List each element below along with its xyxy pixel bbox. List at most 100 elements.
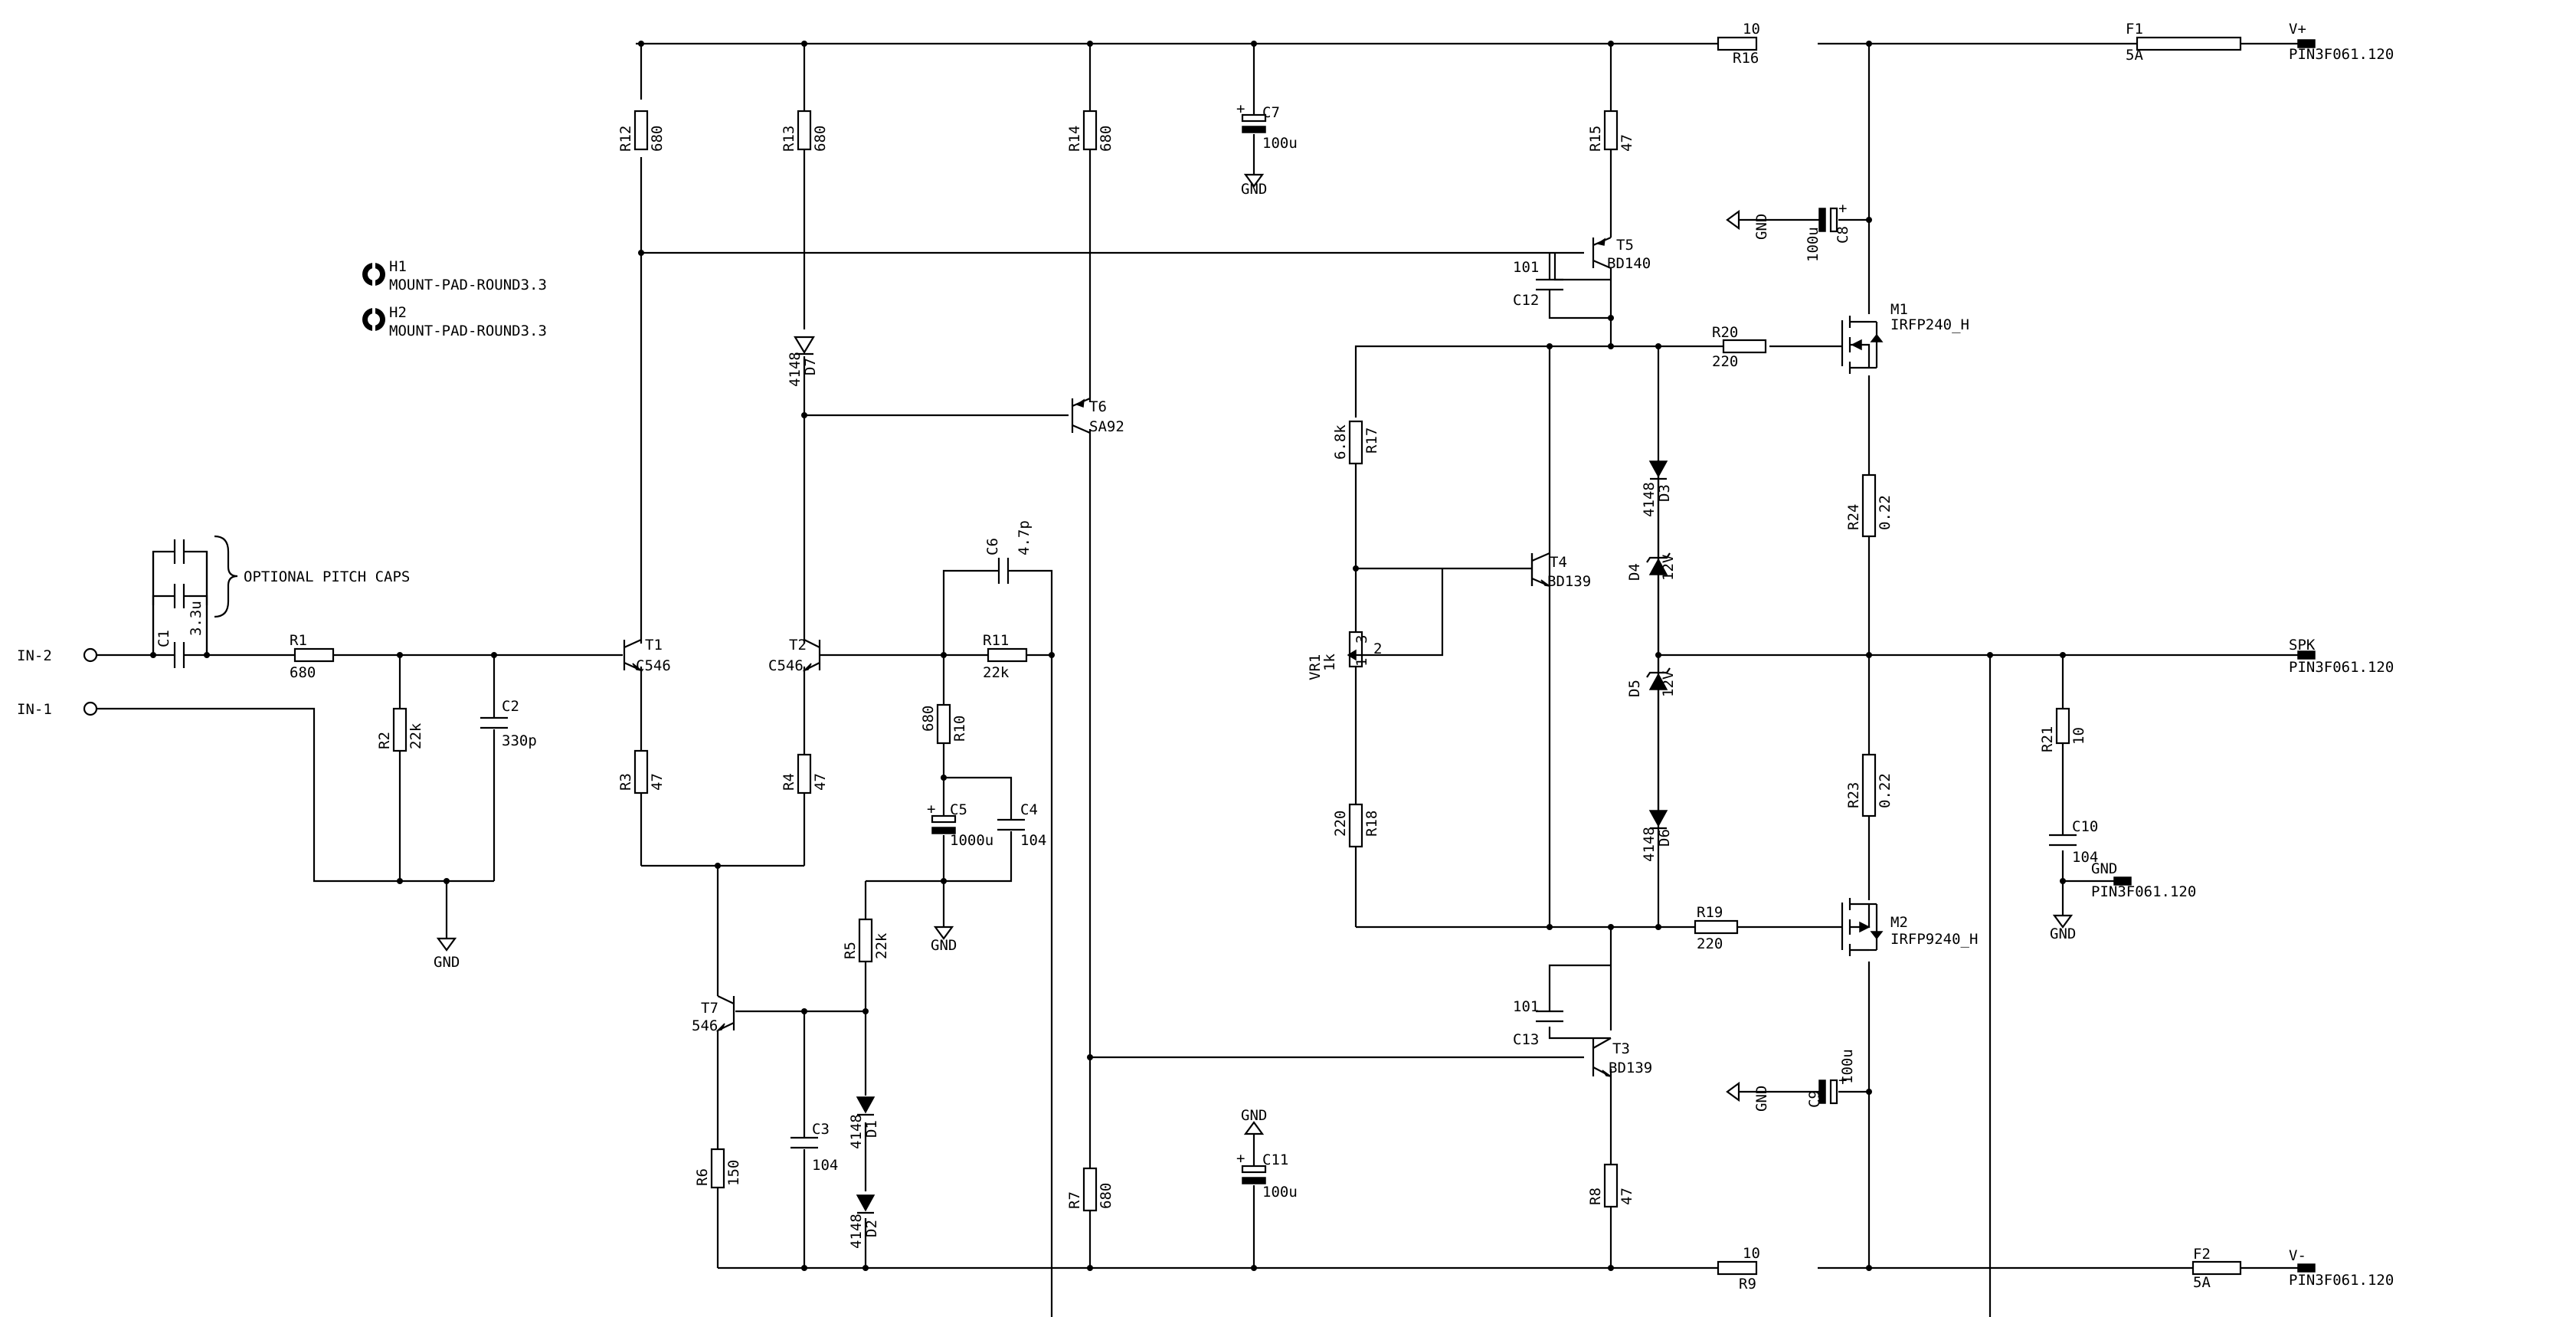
fuse-f1 <box>2136 36 2242 51</box>
resistor-r20 <box>1722 339 1767 354</box>
label-c13-value: 101 <box>1513 998 1539 1015</box>
resistor-r7 <box>1082 1167 1098 1212</box>
capacitor-c13 <box>1536 977 1563 1023</box>
label-r18-value: 220 <box>1332 811 1349 837</box>
label-c11-ref: C11 <box>1262 1152 1288 1168</box>
label-r12-value: 680 <box>649 126 666 152</box>
label-v-plus: V+ <box>2289 21 2306 38</box>
label-c5-value: 1000u <box>950 832 993 849</box>
label-t3-ref: T3 <box>1612 1040 1630 1057</box>
capacitor-c6 <box>996 558 1011 584</box>
label-d5-value: 12V <box>1660 671 1677 697</box>
capacitor-c1 <box>170 642 189 668</box>
label-c7-value: 100u <box>1262 135 1298 152</box>
label-d2-value: 4148 <box>848 1214 865 1249</box>
label-gnd-c11: GND <box>1241 1107 1267 1124</box>
resistor-r21 <box>2055 707 2070 745</box>
svg-text:+: + <box>1838 1072 1847 1089</box>
label-t7-ref: T7 <box>701 1000 718 1017</box>
label-c7-ref: C7 <box>1262 104 1280 121</box>
label-d4-ref: D4 <box>1626 563 1643 581</box>
transistor-t6 <box>1071 397 1091 434</box>
label-c2-value: 330p <box>502 732 537 749</box>
resistor-r11 <box>987 647 1028 663</box>
label-c4-ref: C4 <box>1020 801 1038 818</box>
label-h1-value: MOUNT-PAD-ROUND3.3 <box>389 277 547 293</box>
label-r9-value: 10 <box>1743 1245 1760 1262</box>
label-gnd-c9: GND <box>1753 1086 1770 1112</box>
label-h2-ref: H2 <box>389 304 407 321</box>
resistor-r13 <box>797 110 812 151</box>
diode-d6 <box>1648 810 1668 830</box>
label-c1-value: 3.3u <box>188 601 205 636</box>
label-gnd-c10: GND <box>2050 926 2076 942</box>
label-v-plus-pin: PIN3F061.120 <box>2289 46 2394 63</box>
label-r17-value: 6.8k <box>1332 424 1349 460</box>
capacitor-c8: + <box>1818 200 1847 233</box>
transistor-symbols <box>623 236 1884 1077</box>
diode-symbols <box>794 336 1671 1214</box>
label-vr1-ref: VR1 <box>1307 654 1324 680</box>
label-t2-ref: T2 <box>789 637 807 654</box>
label-d3-value: 4148 <box>1641 482 1658 517</box>
label-t7-value: 546 <box>692 1017 718 1034</box>
input-terminal-in1 <box>83 701 98 716</box>
label-t5-value: BD140 <box>1607 255 1651 272</box>
label-t6-value: SA92 <box>1089 418 1124 435</box>
pot-wiper-arrow <box>1347 649 1367 661</box>
label-r15-ref: R15 <box>1587 126 1604 152</box>
label-in1: IN-1 <box>17 701 52 718</box>
label-vr1-pin3: 3 <box>1353 635 1370 644</box>
label-in2: IN-2 <box>17 647 52 664</box>
label-m1-ref: M1 <box>1890 301 1908 318</box>
resistor-r8 <box>1603 1163 1619 1208</box>
transistor-t4 <box>1530 552 1550 588</box>
transistor-t2 <box>802 639 821 672</box>
label-r14-ref: R14 <box>1066 126 1083 152</box>
label-r7-value: 680 <box>1098 1183 1115 1209</box>
label-r4-ref: R4 <box>781 773 797 791</box>
label-r12-ref: R12 <box>617 126 634 152</box>
resistor-r18 <box>1348 803 1363 848</box>
diode-d2 <box>856 1194 876 1214</box>
capacitor-c4 <box>997 818 1025 831</box>
label-t1-value: C546 <box>636 657 671 674</box>
transistor-t5 <box>1592 236 1612 270</box>
fuse-f2 <box>2191 1260 2242 1276</box>
resistor-r4 <box>797 753 812 794</box>
capacitor-c12 <box>1536 253 1611 319</box>
gnd-symbol-c7 <box>1243 173 1265 188</box>
label-d1-ref: D1 <box>863 1120 880 1138</box>
resistor-r12 <box>633 110 649 151</box>
label-d4-value: 12V <box>1660 555 1677 581</box>
resistor-r10 <box>936 703 951 745</box>
capacitor-c3 <box>790 1136 818 1149</box>
resistor-r15 <box>1603 110 1619 151</box>
label-r10-ref: R10 <box>951 716 968 742</box>
label-f2-ref: F2 <box>2193 1246 2211 1263</box>
label-c3-value: 104 <box>812 1157 838 1174</box>
label-c10-ref: C10 <box>2072 818 2098 835</box>
label-gnd-c8: GND <box>1753 214 1770 240</box>
label-vr1-value: 1k <box>1321 654 1338 671</box>
label-vr1-pin2: 2 <box>1373 640 1382 657</box>
label-c9-ref: C9 <box>1806 1090 1823 1108</box>
label-c10-value: 104 <box>2072 849 2098 866</box>
label-r24-value: 0.22 <box>1877 495 1894 530</box>
label-d7-ref: D7 <box>802 358 819 375</box>
mount-pad-h2 <box>362 308 385 331</box>
resistor-r9 <box>1717 1260 1758 1276</box>
label-r6-ref: R6 <box>694 1168 711 1186</box>
label-c12-value: 101 <box>1513 259 1539 276</box>
label-d5-ref: D5 <box>1626 680 1643 697</box>
label-r21-value: 10 <box>2070 727 2087 745</box>
label-r11-ref: R11 <box>983 632 1009 649</box>
label-m2-value: IRFP9240_H <box>1890 931 1978 948</box>
resistor-r1 <box>293 647 335 663</box>
label-gnd-c7: GND <box>1241 181 1267 198</box>
resistor-r14 <box>1082 110 1098 151</box>
label-spk: SPK <box>2289 637 2316 654</box>
label-r11-value: 22k <box>983 664 1010 681</box>
svg-text:+: + <box>927 801 935 817</box>
